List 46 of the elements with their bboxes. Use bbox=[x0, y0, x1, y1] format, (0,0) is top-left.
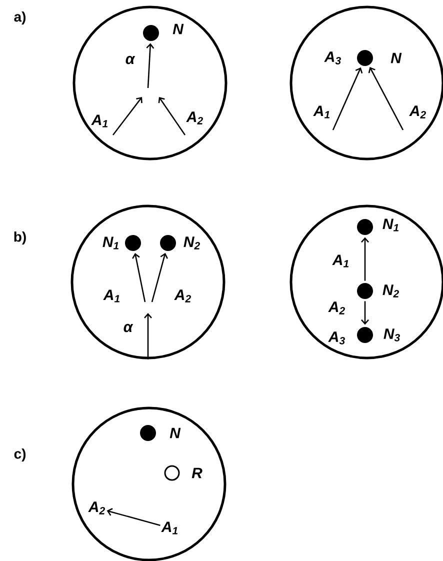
edge-label: A$_{2}$ bbox=[409, 106, 426, 118]
arrow bbox=[151, 252, 168, 302]
node-label: N bbox=[170, 428, 181, 438]
dot bbox=[357, 219, 373, 235]
circle bbox=[72, 6, 228, 160]
arrow bbox=[361, 301, 369, 325]
circle bbox=[70, 204, 226, 360]
edge-label: A$_{1}$ bbox=[332, 254, 348, 268]
node-label: A$_{3}$ bbox=[324, 52, 341, 64]
arrow bbox=[332, 67, 363, 130]
node-label: N$_{2}$ bbox=[382, 284, 399, 298]
arrow bbox=[368, 67, 404, 130]
dot bbox=[143, 25, 159, 41]
dot bbox=[125, 235, 141, 251]
edge-label: A$_{1}$ bbox=[313, 106, 330, 118]
panel-label: c) bbox=[14, 448, 26, 462]
dot bbox=[357, 283, 373, 299]
panel-label: b) bbox=[14, 231, 26, 245]
arrow bbox=[361, 237, 369, 281]
edge-label: A$_{2}$ bbox=[174, 290, 191, 302]
arrow bbox=[132, 253, 146, 302]
dot bbox=[140, 425, 156, 441]
node-label: N$_{1}$ bbox=[382, 218, 398, 232]
arrow-label: A$_{1}$ bbox=[91, 114, 108, 128]
dot bbox=[357, 50, 373, 66]
arrow bbox=[144, 313, 152, 360]
node-label: N bbox=[172, 24, 184, 34]
edge-label: α bbox=[126, 56, 136, 64]
node-label: R bbox=[192, 468, 202, 478]
open-circle bbox=[164, 465, 180, 481]
node-label: N bbox=[390, 52, 402, 64]
edge-label: α bbox=[124, 324, 134, 332]
edge-label: A$_{1}$ bbox=[103, 290, 120, 302]
node-label: N$_{1}$ bbox=[102, 236, 119, 250]
node-label: A$_{3}$ bbox=[328, 332, 345, 344]
dot bbox=[357, 327, 373, 343]
text-label: A$_{2}$ bbox=[88, 502, 105, 514]
edge-label: A$_{2}$ bbox=[328, 302, 345, 314]
dot bbox=[160, 235, 176, 251]
node-label: N$_{2}$ bbox=[184, 236, 200, 250]
arrow-label: A$_{2}$ bbox=[186, 112, 203, 124]
arrow bbox=[106, 508, 160, 526]
node-label: N$_{3}$ bbox=[384, 328, 400, 342]
text-label: A$_{1}$ bbox=[161, 522, 178, 534]
arrow bbox=[146, 43, 154, 88]
panel-label: a) bbox=[14, 11, 26, 25]
